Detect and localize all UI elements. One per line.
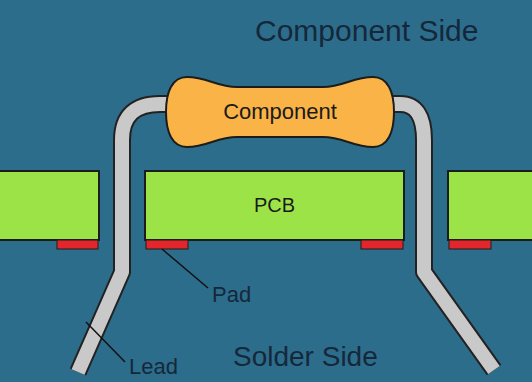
- leader-line: [86, 249, 208, 362]
- component-body: Component: [165, 76, 395, 148]
- pcb-label-area: PCB: [147, 173, 402, 238]
- component-lead: [78, 104, 494, 372]
- side-label: Solder Side: [233, 343, 378, 371]
- component-label: Component: [223, 99, 337, 125]
- pcb-board: [0, 171, 532, 240]
- side-label: Component Side: [255, 16, 478, 46]
- solder-pad: [57, 240, 491, 249]
- part-label: Lead: [129, 356, 178, 378]
- pcb-label: PCB: [254, 194, 295, 217]
- part-label: Pad: [212, 284, 251, 306]
